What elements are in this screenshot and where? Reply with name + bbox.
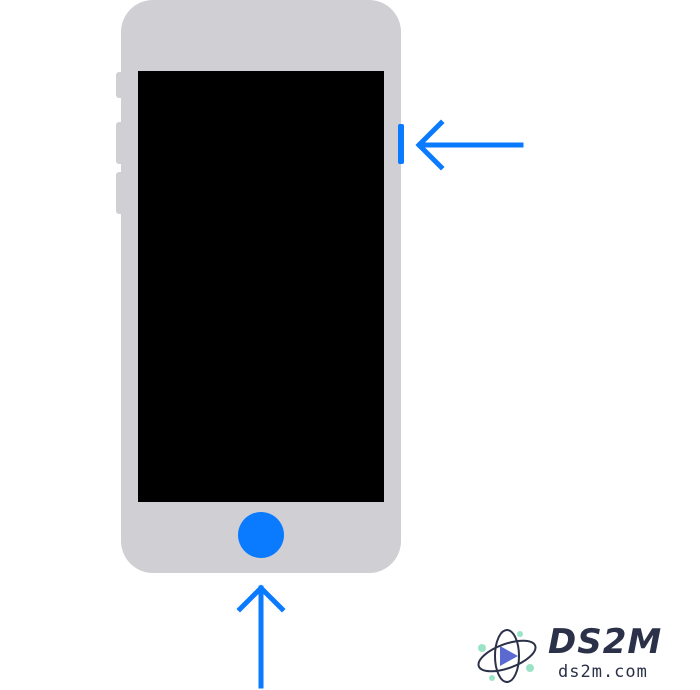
home-button-arrow <box>236 584 286 689</box>
phone-screen <box>138 71 384 502</box>
watermark: DS2M ds2m.com <box>462 622 700 690</box>
home-button <box>238 512 284 558</box>
side-button <box>398 124 404 164</box>
watermark-logo-icon <box>477 629 537 683</box>
watermark-url: ds2m.com <box>558 662 648 682</box>
side-button-arrow <box>415 119 524 171</box>
watermark-title: DS2M <box>548 622 663 662</box>
